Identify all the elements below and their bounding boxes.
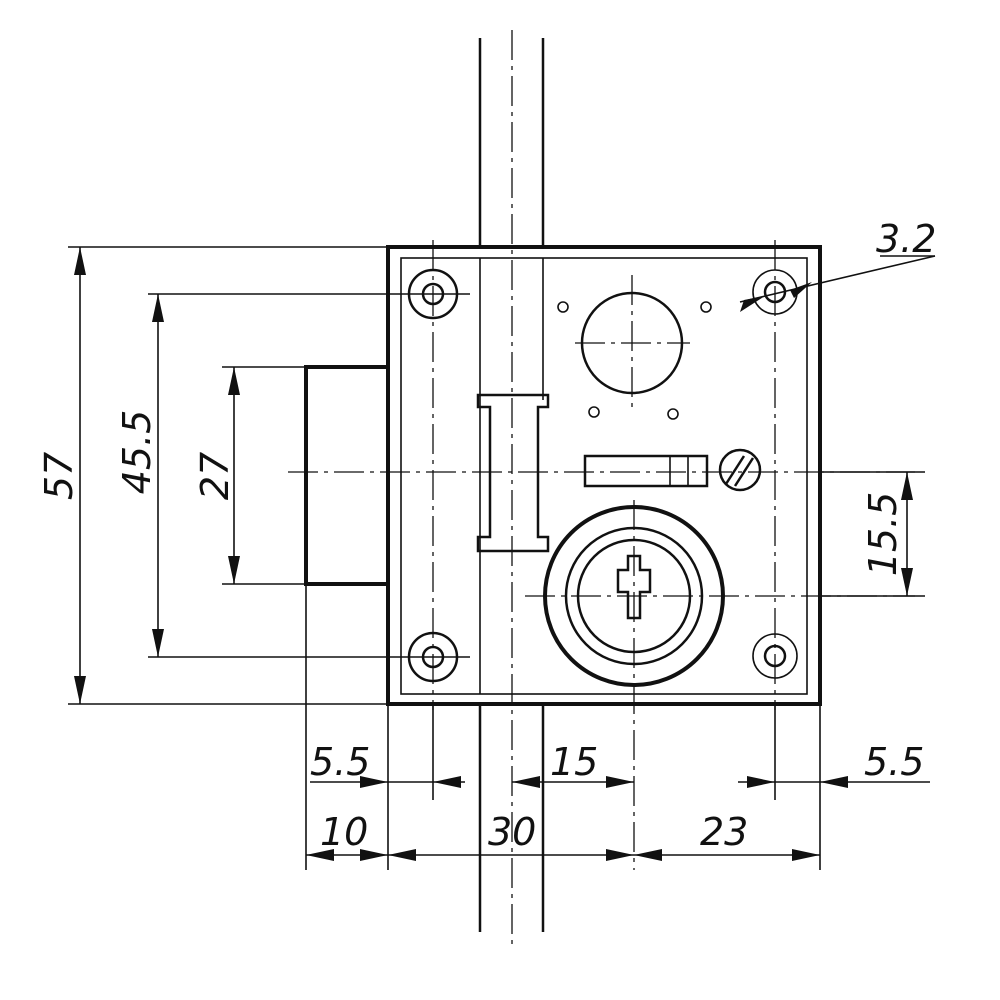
dim-5-5-right: 5.5	[864, 740, 924, 784]
extension-lines	[68, 246, 925, 870]
i-slot	[476, 393, 550, 553]
key-cylinder	[543, 500, 725, 870]
slotted-screw-icon	[718, 448, 762, 492]
dim-57: 57	[37, 452, 81, 500]
lock-bolt	[304, 365, 390, 586]
lock-body	[386, 245, 822, 706]
dim-15-5: 15.5	[861, 492, 905, 577]
dim-3-2: 3.2	[876, 217, 936, 261]
dim-30: 30	[488, 810, 536, 854]
small-holes	[557, 301, 712, 420]
vertical-bar	[478, 30, 545, 945]
center-lines	[288, 240, 915, 710]
dimension-lines	[74, 247, 936, 861]
dim-10: 10	[320, 810, 368, 854]
dimension-labels: 57 45.5 27 15.5 3.2 5.5 15 5.5 10 30 23	[37, 217, 936, 854]
dim-5-5-left: 5.5	[310, 740, 370, 784]
dim-23: 23	[700, 810, 748, 854]
dim-27: 27	[193, 452, 237, 500]
dim-45-5: 45.5	[115, 410, 159, 495]
dim-15: 15	[550, 740, 598, 784]
latch-slot	[583, 454, 709, 488]
